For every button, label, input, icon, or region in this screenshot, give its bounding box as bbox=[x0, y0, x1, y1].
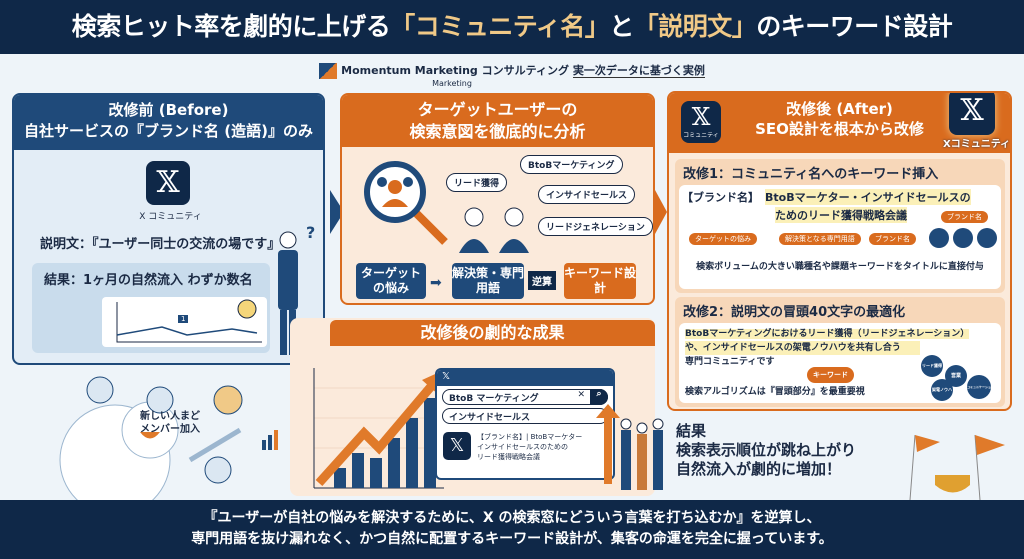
business-people-icon bbox=[454, 203, 534, 257]
fix2-note: 検索アルゴリズムは『冒頭部分』を最重要視 bbox=[685, 387, 865, 397]
app-label-big: Xコミュニティ bbox=[943, 139, 1011, 150]
keyword-bubble: リードジェネレーション bbox=[538, 217, 653, 236]
search-query: BtoB マーケティング bbox=[449, 394, 539, 404]
magnifier-users-icon bbox=[360, 157, 450, 247]
title-highlight-description: 「説明文」 bbox=[633, 12, 757, 41]
brand-name: Momentum Marketing bbox=[341, 64, 478, 77]
tag-target-pain: ターゲットの悩み bbox=[689, 233, 757, 245]
flat-traffic-chart: 1 bbox=[102, 297, 267, 347]
fix1-heading: 改修1：コミュニティ名へのキーワード挿入 bbox=[683, 167, 939, 182]
outcome-line: 自然流入が劇的に増加！ bbox=[676, 460, 842, 478]
search-result[interactable]: 【ブランド名】| BtoBマーケターインサイドセールスのためのリード獲得戦略会議 bbox=[477, 432, 582, 462]
brand-tagline: 実一次データに基づく実例 bbox=[572, 64, 705, 78]
footer-line: 『ユーザーが自社の悩みを解決するために、X の検索窓にどういう言葉を打ち込むか』… bbox=[203, 510, 821, 526]
analysis-title: ターゲットユーザーの bbox=[417, 100, 578, 119]
before-title: 改修前 (Before) bbox=[108, 101, 229, 119]
title-part: 検索ヒット率を劇的に上げる bbox=[71, 12, 391, 41]
x-logo-icon: 𝕏 bbox=[437, 370, 613, 386]
before-subtitle: 自社サービスの『ブランド名 (造語)』のみ bbox=[24, 122, 313, 140]
x-app-icon: 𝕏 bbox=[443, 432, 471, 460]
snowball-label: 新しい人まど bbox=[140, 411, 200, 422]
keyword-circle: 営業 bbox=[945, 365, 967, 387]
keyword-circle: コミュニケーション bbox=[967, 375, 991, 399]
suggestion-text: インサイドセールス bbox=[449, 413, 531, 423]
description-line3: 専門コミュニティです bbox=[685, 357, 775, 367]
brand-sub: Marketing bbox=[432, 79, 472, 88]
analysis-subtitle: 検索意図を徹底的に分析 bbox=[409, 122, 586, 141]
arrow-right-icon: ➡ bbox=[430, 275, 442, 291]
app-label: X コミュニティ bbox=[139, 212, 202, 222]
flow-step-keyword-design: キーワード設計 bbox=[564, 263, 636, 299]
keyword-bubble: インサイドセールス bbox=[538, 185, 636, 204]
app-label: コミュニティ bbox=[683, 132, 719, 139]
keyword-bubble: リード獲得 bbox=[446, 173, 508, 192]
fix2-card: BtoBマーケティングにおけるリード獲得（リードジェネレーション） や、インサイ… bbox=[679, 323, 1001, 403]
footer-banner: 『ユーザーが自社の悩みを解決するために、X の検索窓にどういう言葉を打ち込むか』… bbox=[0, 500, 1024, 559]
outcome-text: 結果検索表示順位が跳ね上がり自然流入が劇的に増加！ bbox=[676, 422, 886, 479]
title-part: のキーワード設計 bbox=[756, 12, 953, 41]
trophy-flags-icon bbox=[895, 430, 1015, 504]
brand-name-placeholder: 【ブランド名】 bbox=[682, 191, 759, 204]
results-title: 改修後の劇的な成果 bbox=[330, 320, 655, 346]
snowball-illustration: 新しい人まどメンバー加入 bbox=[40, 370, 290, 516]
tag-solution-terms: 解決策となる専門用語 bbox=[779, 233, 861, 245]
chart-marker: 1 bbox=[178, 315, 189, 323]
keyword-bubble: BtoBマーケティング bbox=[520, 155, 623, 174]
title-part: と bbox=[609, 12, 634, 41]
keyword-circle: リード獲得 bbox=[921, 355, 943, 377]
tag-keyword: キーワード bbox=[807, 367, 854, 383]
title-highlight-community-name: 「コミュニティ名」 bbox=[390, 12, 610, 41]
description-line2: や、インサイドセールスの架電ノウハウを共有し合う bbox=[685, 341, 920, 355]
keyword-circle: 架電ノウハウ bbox=[931, 379, 953, 401]
after-title: 改修後 (After) bbox=[786, 100, 893, 118]
brand-logo-icon bbox=[319, 63, 338, 79]
before-panel: 改修前 (Before) 自社サービスの『ブランド名 (造語)』のみ 𝕏 X コミ… bbox=[12, 93, 325, 365]
x-app-glow-icon: 𝕏 bbox=[949, 93, 995, 135]
community-name-line1: BtoBマーケター・インサイドセールスの bbox=[765, 189, 971, 205]
x-app-icon: 𝕏 bbox=[146, 161, 190, 205]
celebrating-team-icon bbox=[596, 404, 666, 502]
page-title: 検索ヒット率を劇的に上げる「コミュニティ名」と「説明文」のキーワード設計 bbox=[0, 0, 1024, 54]
analysis-panel: ターゲットユーザーの検索意図を徹底的に分析 リード獲得 BtoBマーケティング … bbox=[340, 93, 655, 305]
fix1-note: 検索ボリュームの大きい職種名や課題キーワードをタイトルに直接付与 bbox=[696, 262, 984, 272]
before-result-box: 結果：1ヶ月の自然流入 わずか数名 1 bbox=[32, 263, 270, 353]
search-input[interactable]: BtoB マーケティング ✕ ⌕ bbox=[442, 388, 608, 405]
before-description: 説明文：『ユーザー同士の交流の場です』 bbox=[40, 237, 281, 252]
tag-brand-name: ブランド名 bbox=[869, 233, 916, 245]
outcome-line: 結果 bbox=[676, 422, 707, 440]
fix1-section: 改修1：コミュニティ名へのキーワード挿入 【ブランド名】 BtoBマーケター・イ… bbox=[675, 159, 1005, 293]
keyword-circles: リード獲得 営業 架電ノウハウ コミュニケーション bbox=[911, 355, 997, 401]
search-icon[interactable]: ⌕ bbox=[590, 388, 608, 405]
before-result-text: 結果：1ヶ月の自然流入 わずか数名 bbox=[44, 273, 253, 288]
reverse-calc-arrow: 逆算 bbox=[528, 271, 556, 290]
result-line: インサイドセールスのための bbox=[477, 443, 568, 451]
fix1-card: 【ブランド名】 BtoBマーケター・インサイドセールスの ためのリード獲得戦略会… bbox=[679, 185, 1001, 289]
analysis-header: ターゲットユーザーの検索意図を徹底的に分析 bbox=[342, 95, 653, 147]
result-line: リード獲得戦略会議 bbox=[477, 453, 540, 461]
after-subtitle: SEO設計を根本から改修 bbox=[755, 120, 924, 138]
search-suggestion[interactable]: インサイドセールス bbox=[442, 408, 608, 424]
brand-line: Momentum Marketing コンサルティング 実一次データに基づく実例… bbox=[0, 62, 1024, 88]
clear-icon[interactable]: ✕ bbox=[577, 390, 585, 400]
community-name-line2: ためのリード獲得戦略会議 bbox=[775, 207, 907, 223]
fix2-section: 改修2：説明文の冒頭40文字の最適化 BtoBマーケティングにおけるリード獲得（… bbox=[675, 297, 1005, 407]
brand-company: コンサルティング bbox=[481, 64, 569, 77]
footer-line: 専門用語を抜け漏れなく、かつ自然に配置するキーワード設計が、集客の命運を完全に握… bbox=[191, 531, 833, 547]
fix2-heading: 改修2：説明文の冒頭40文字の最適化 bbox=[683, 305, 906, 320]
before-header: 改修前 (Before) 自社サービスの『ブランド名 (造語)』のみ bbox=[14, 95, 323, 150]
tag-brand-name: ブランド名 bbox=[941, 211, 988, 223]
result-line: 【ブランド名】| BtoBマーケター bbox=[477, 433, 583, 441]
snowball-label: メンバー加入 bbox=[140, 424, 200, 435]
flow-step-target-pain: ターゲットの悩み bbox=[356, 263, 426, 299]
x-search-window: 𝕏 BtoB マーケティング ✕ ⌕ インサイドセールス 𝕏 【ブランド名】| Bt… bbox=[435, 368, 615, 480]
arrow-right-icon bbox=[655, 190, 667, 234]
description-line1: BtoBマーケティングにおけるリード獲得（リードジェネレーション） bbox=[685, 329, 970, 339]
outcome-line: 検索表示順位が跳ね上がり bbox=[676, 441, 857, 459]
growth-chart-icon bbox=[294, 358, 444, 497]
question-mark: ? bbox=[306, 223, 316, 242]
flow-step-solution-terms: 解決策・専門用語 bbox=[452, 263, 524, 299]
business-icons bbox=[929, 227, 999, 253]
